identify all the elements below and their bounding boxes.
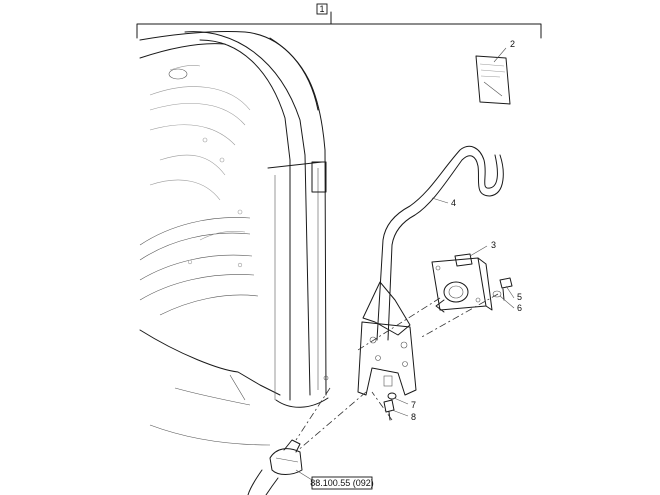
callout-3: 3 <box>491 240 496 250</box>
mounting-plate <box>357 321 417 396</box>
reference-label: 88.100.55 (092) <box>310 478 374 488</box>
reference-link[interactable]: 88.100.55 (092) <box>295 469 374 490</box>
callout-6: 6 <box>517 303 522 313</box>
cab-body-panel <box>139 30 319 446</box>
warning-decal <box>475 55 511 105</box>
callout-8: 8 <box>411 412 416 422</box>
callout-4: 4 <box>451 198 456 208</box>
reference-box <box>311 476 373 490</box>
harness-connector <box>247 439 303 495</box>
assembly-bracket: 1 <box>136 3 542 39</box>
callout-2: 2 <box>510 39 515 49</box>
callout-7: 7 <box>411 400 416 410</box>
assembly-label-box <box>316 3 328 15</box>
assembly-label: 1 <box>319 4 324 14</box>
callout-5: 5 <box>517 292 522 302</box>
leader-lines <box>391 47 515 417</box>
cab-pillar <box>184 31 329 408</box>
assembly-lines <box>295 293 499 453</box>
hook-arm <box>362 145 504 341</box>
electrical-socket <box>431 253 493 313</box>
